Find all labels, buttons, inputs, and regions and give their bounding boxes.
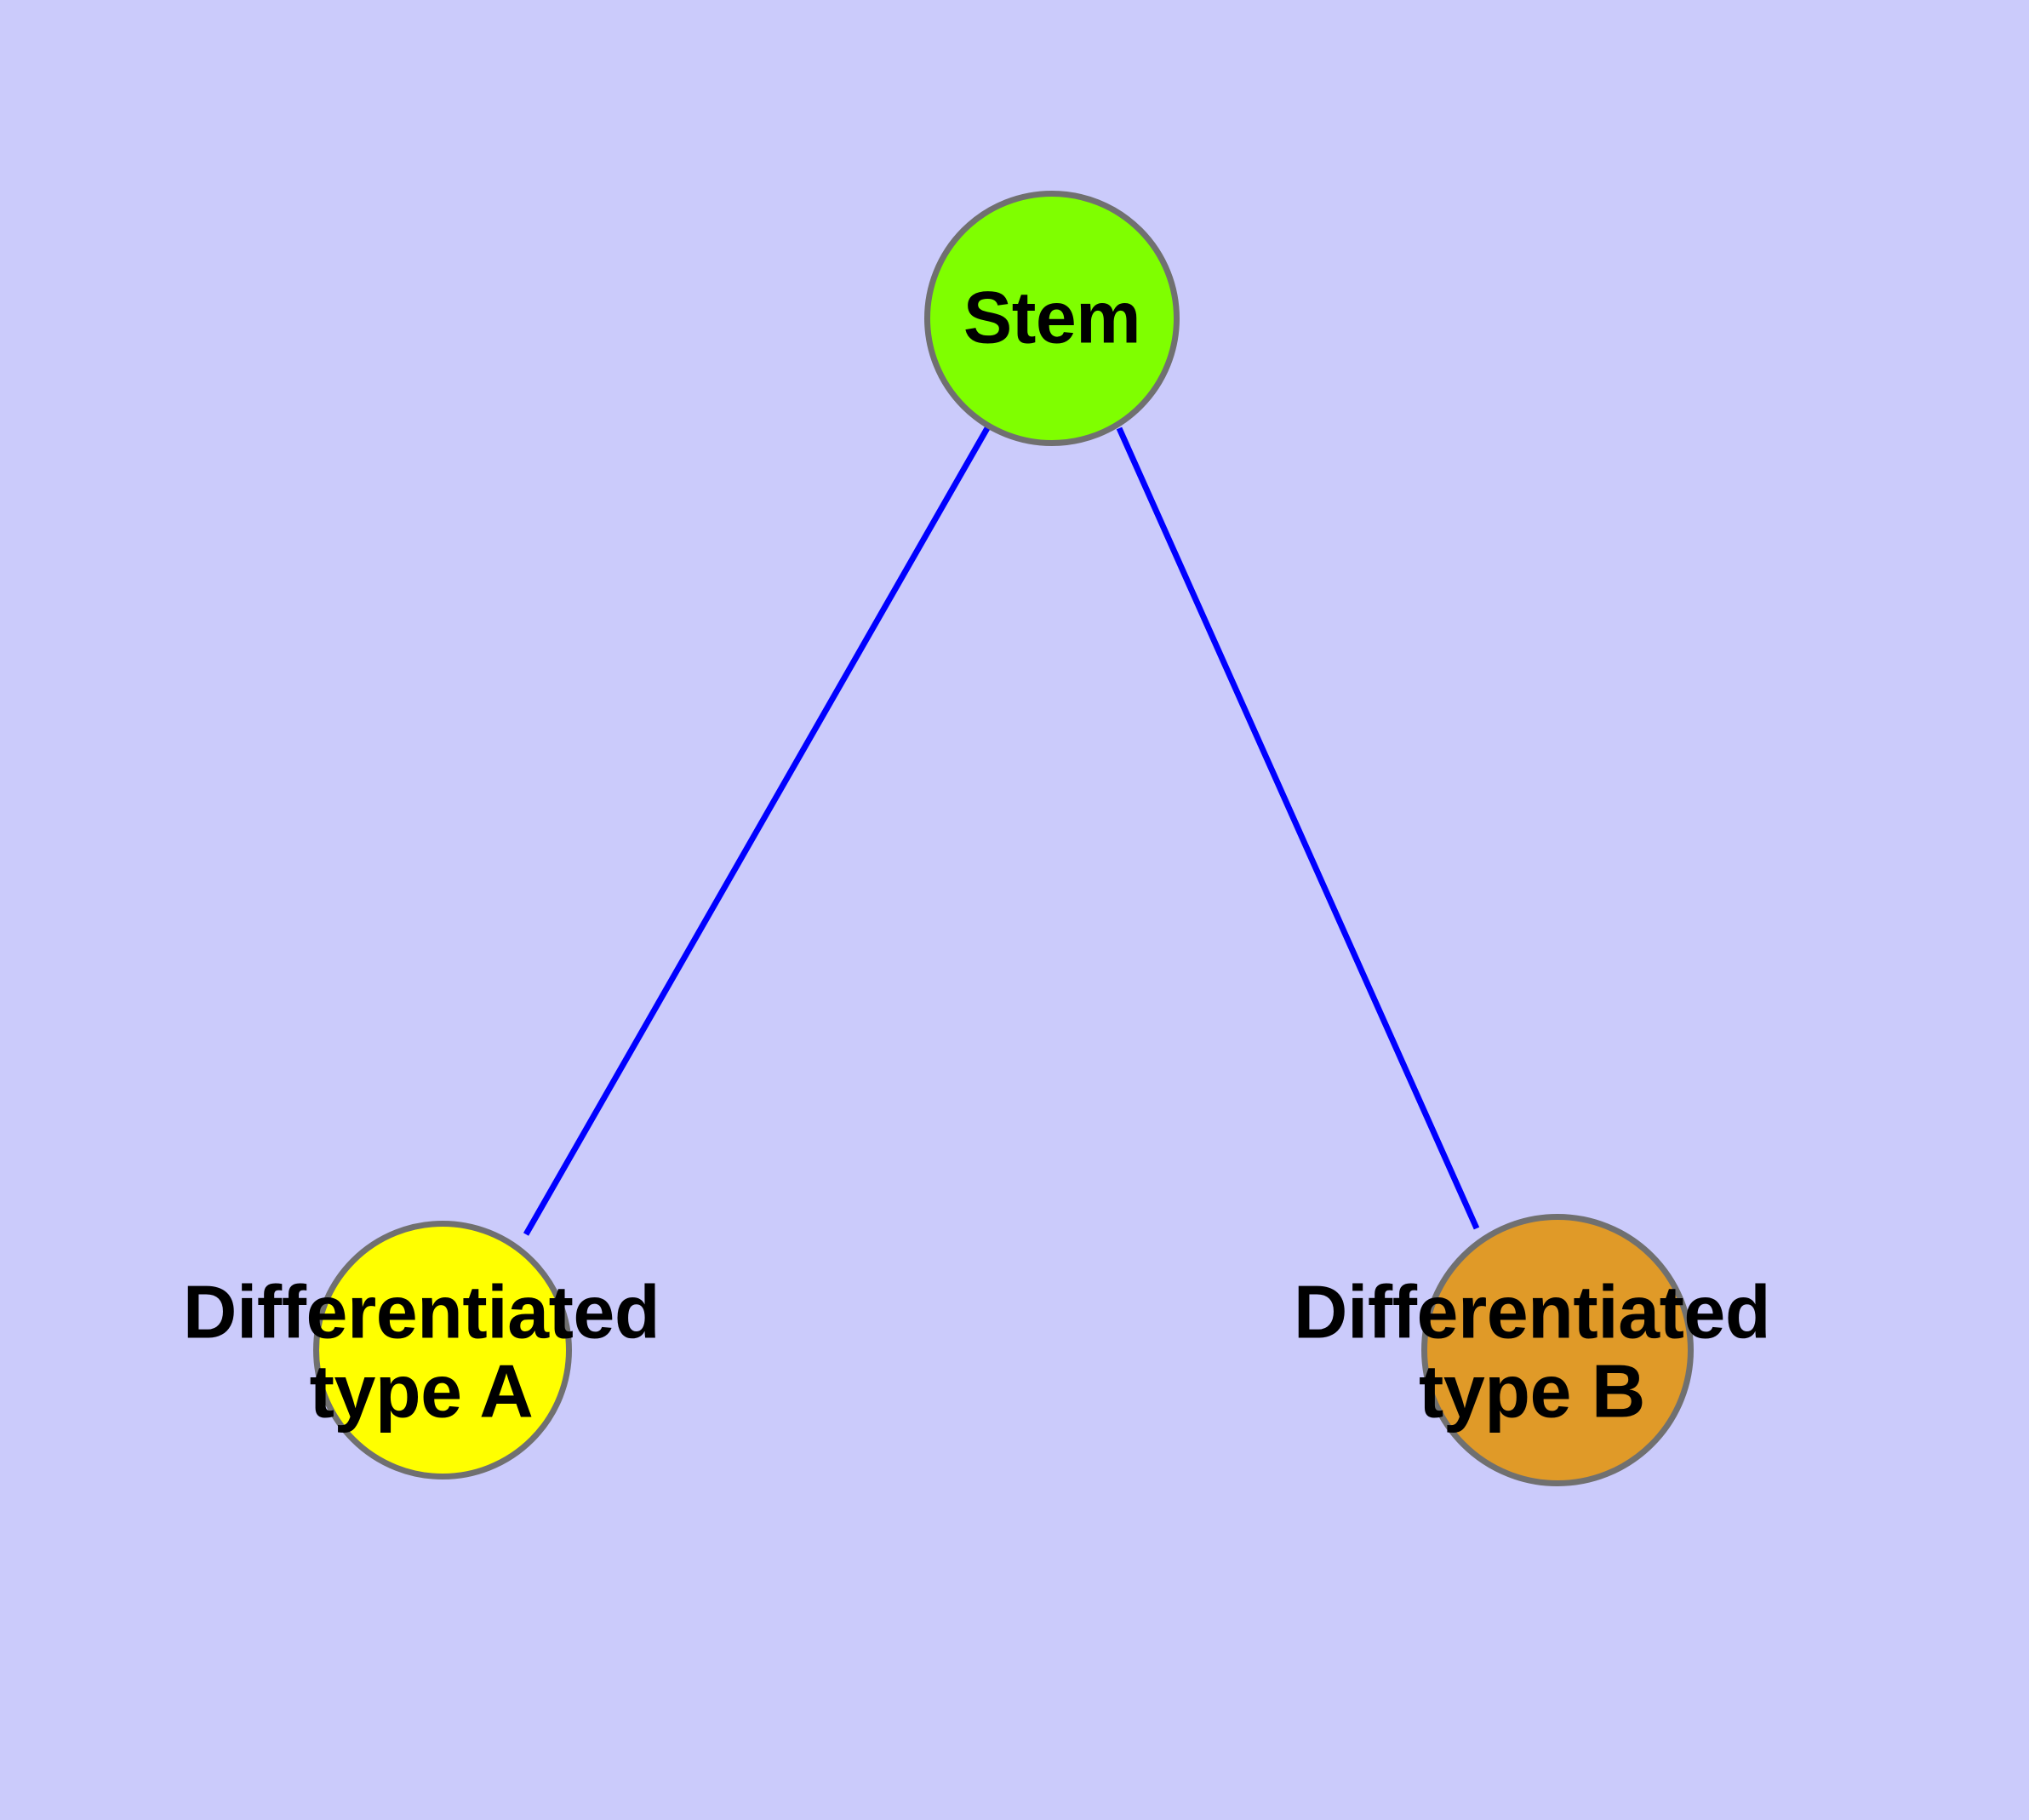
edge-stem-to-differentiated-type-b [1116, 426, 1480, 1230]
node-differentiated-type-a-circle[interactable] [313, 1221, 572, 1479]
node-group [313, 191, 1694, 1486]
node-differentiated-type-b-circle[interactable] [1421, 1214, 1694, 1486]
edge-group [523, 426, 1480, 1236]
edge-stem-to-differentiated-type-a [523, 426, 991, 1236]
node-stem-circle[interactable] [924, 191, 1180, 446]
